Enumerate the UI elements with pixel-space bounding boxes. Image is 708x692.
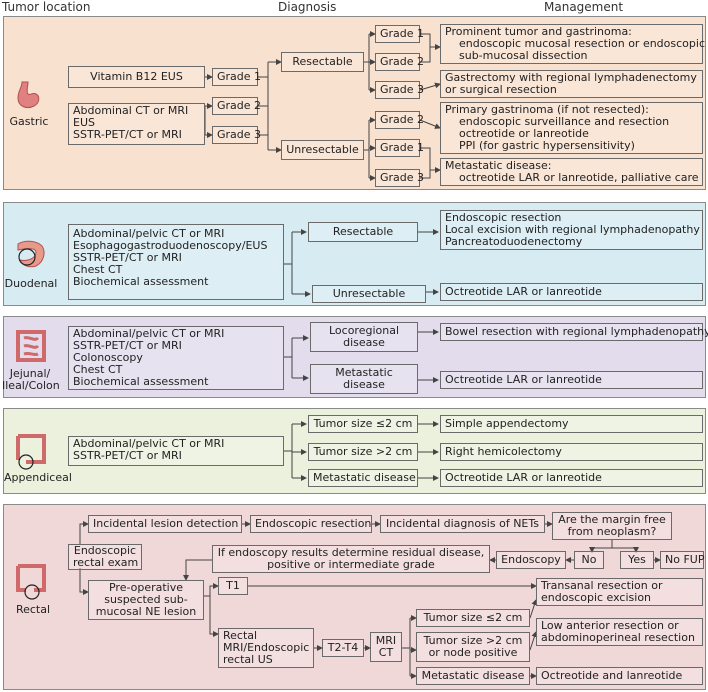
- rectal-incidental-detection: Incidental lesion detection: [88, 515, 242, 533]
- rectal-management-3: Octreotide and lanreotide: [536, 667, 703, 685]
- rectum-icon: [16, 564, 46, 600]
- appendiceal-panel: [3, 408, 706, 494]
- header-tumor-location: Tumor location: [2, 0, 91, 14]
- intestine-icon: [16, 330, 46, 362]
- header-management: Management: [544, 0, 624, 14]
- rectal-no-fup: No FUP: [660, 551, 704, 569]
- rectal-endoscopy: Endoscopy: [496, 551, 566, 569]
- gastric-unresectable: Unresectable: [281, 140, 364, 160]
- rectal-incidental-diagnosis: Incidental diagnosis of NETs: [380, 515, 545, 533]
- gastric-diagnosis-b12: Vitamin B12 EUS: [68, 66, 205, 88]
- jejunal-management-2: Octreotide LAR or lanreotide: [440, 371, 703, 389]
- appendiceal-management-3: Octreotide LAR or lanreotide: [440, 469, 703, 487]
- rectal-residual-disease: If endoscopy results determine residual …: [212, 545, 490, 573]
- gastric-unresectable-grade-3: Grade 3: [375, 169, 424, 187]
- gastric-grade-3: Grade 3: [212, 126, 261, 144]
- gastric-label: Gastric: [9, 115, 49, 128]
- header-diagnosis: Diagnosis: [278, 0, 337, 14]
- duodenal-resectable: Resectable: [308, 222, 418, 242]
- gastric-grade-1: Grade 1: [212, 68, 261, 86]
- gastric-management-1: Prominent tumor and gastrinoma:endoscopi…: [440, 24, 705, 64]
- duodenum-icon: [17, 240, 45, 268]
- gastric-management-3: Primary gastrinoma (if not resected):end…: [440, 102, 703, 154]
- appendiceal-metastatic: Metastatic disease: [308, 469, 418, 487]
- gastric-resectable-grade-3: Grade 3: [375, 81, 424, 99]
- rectal-panel: [3, 504, 706, 690]
- duodenal-unresectable: Unresectable: [312, 285, 426, 303]
- appendiceal-size-small: Tumor size ≤2 cm: [308, 415, 418, 433]
- appendiceal-management-2: Right hemicolectomy: [440, 443, 703, 461]
- jejunal-management-1: Bowel resection with regional lymphadeno…: [440, 323, 708, 341]
- gastric-resectable-grade-1: Grade 1: [375, 25, 424, 43]
- duodenal-label: Duodenal: [4, 277, 58, 290]
- gastric-management-4: Metastatic disease:octreotide LAR or lan…: [440, 158, 703, 186]
- gastric-resectable-grade-2: Grade 2: [375, 53, 424, 71]
- rectal-t2-t4: T2-T4: [322, 639, 364, 657]
- gastric-grade-2: Grade 2: [212, 97, 261, 115]
- stomach-icon: [17, 81, 40, 109]
- rectal-no: No: [574, 551, 604, 569]
- rectal-label: Rectal: [15, 603, 51, 616]
- rectal-endoscopic-resection: Endoscopic resection: [250, 515, 372, 533]
- appendix-icon: [16, 434, 46, 470]
- appendiceal-management-1: Simple appendectomy: [440, 415, 703, 433]
- rectal-yes: Yes: [620, 551, 654, 569]
- appendiceal-size-large: Tumor size >2 cm: [308, 443, 418, 461]
- rectal-size-small: Tumor size ≤2 cm: [416, 609, 530, 627]
- duodenal-management-2: Octreotide LAR or lanreotide: [440, 283, 703, 301]
- gastric-unresectable-grade-1: Grade 1: [375, 139, 424, 157]
- gastric-management-2: Gastrectomy with regional lymphadenectom…: [440, 70, 703, 98]
- gastric-resectable: Resectable: [281, 52, 364, 72]
- jejunal-panel: [3, 316, 706, 398]
- rectal-metastatic: Metastatic disease: [416, 667, 530, 685]
- rectal-t1: T1: [218, 577, 248, 595]
- jejunal-label: Jejunal/Ileal/Colon: [2, 367, 60, 392]
- appendiceal-label: Appendiceal: [4, 471, 72, 484]
- duodenal-panel: [3, 202, 706, 306]
- gastric-unresectable-grade-2: Grade 2: [375, 111, 424, 129]
